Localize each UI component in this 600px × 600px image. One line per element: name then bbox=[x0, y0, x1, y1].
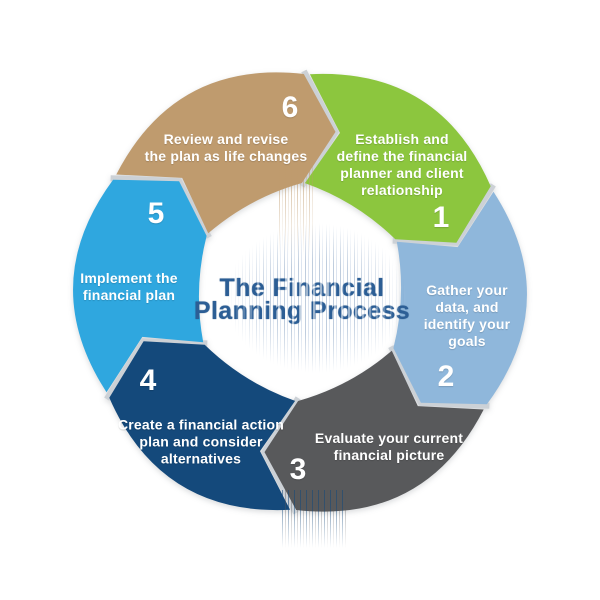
segment-3-arrow bbox=[264, 350, 484, 512]
segment-5-arrow bbox=[73, 179, 207, 393]
segment-6-arrow bbox=[116, 72, 336, 234]
segment-1-arrow bbox=[304, 73, 491, 243]
segment-4-arrow bbox=[109, 341, 296, 511]
